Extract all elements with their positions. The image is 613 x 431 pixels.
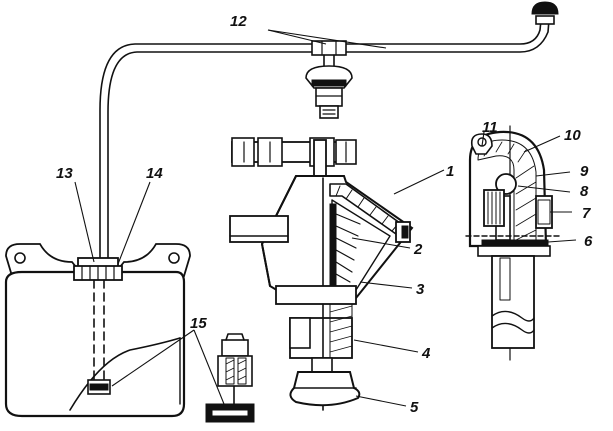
callout-6: 6	[584, 233, 593, 250]
reservoir-tank	[4, 243, 191, 418]
filter-detail	[205, 333, 255, 423]
pump-assembly	[229, 137, 414, 411]
callout-5: 5	[410, 399, 419, 416]
callout-2: 2	[413, 241, 423, 258]
callout-10: 10	[564, 127, 581, 144]
callout-9: 9	[580, 163, 589, 180]
spray-nozzle	[531, 1, 559, 25]
callout-labels: 12 13 14 15 1 2 3 4 5 6 7 8 9 10 11	[56, 13, 593, 416]
callout-14: 14	[146, 165, 163, 182]
callout-13: 13	[56, 165, 73, 182]
callout-11: 11	[482, 119, 498, 136]
check-valve	[305, 65, 353, 119]
callout-3: 3	[416, 281, 425, 298]
callout-12: 12	[230, 13, 247, 30]
leader-lines	[74, 29, 577, 407]
callout-1: 1	[446, 163, 454, 180]
callout-8: 8	[580, 183, 589, 200]
callout-15: 15	[190, 315, 207, 332]
nozzle-section-detail	[465, 125, 561, 361]
callout-7: 7	[582, 205, 591, 222]
callout-4: 4	[421, 345, 431, 362]
